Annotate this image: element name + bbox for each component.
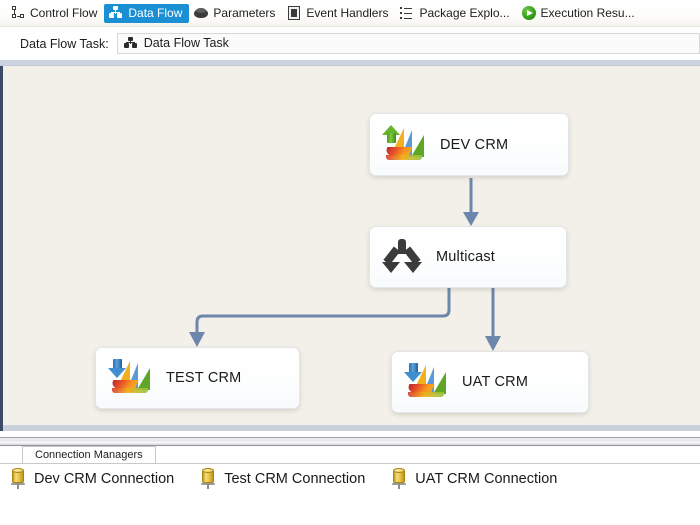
tab-control-flow[interactable]: Control Flow	[6, 4, 104, 23]
data-flow-task-selected-value: Data Flow Task	[143, 36, 229, 50]
tab-label: Data Flow	[128, 5, 183, 20]
data-flow-icon	[109, 6, 123, 20]
data-flow-node-test-crm[interactable]: TEST CRM	[95, 347, 300, 409]
connection-managers-list: Dev CRM Connection Test CRM Connection U…	[0, 468, 700, 490]
connection-managers-panel: Connection Managers Dev CRM Connection T…	[0, 445, 700, 525]
multicast-icon	[382, 238, 422, 276]
connection-manager-icon	[391, 468, 407, 490]
dynamics-crm-destination-icon	[404, 362, 448, 402]
source-up-arrow-icon	[382, 124, 402, 147]
data-flow-canvas-area: DEV CRM Multicast	[0, 60, 700, 437]
dynamics-crm-destination-icon	[108, 358, 152, 398]
connection-managers-tab-row: Connection Managers	[0, 446, 700, 464]
data-flow-task-icon	[123, 37, 137, 50]
tab-parameters[interactable]: Parameters	[189, 4, 282, 23]
data-flow-task-selector-bar: Data Flow Task: Data Flow Task	[0, 27, 700, 60]
tab-label: Control Flow	[30, 5, 98, 20]
tab-label: Execution Resu...	[540, 5, 635, 20]
connector-multicast-to-test	[189, 286, 451, 347]
connection-manager-item[interactable]: UAT CRM Connection	[391, 468, 557, 490]
dynamics-crm-source-icon	[382, 124, 426, 165]
connector-dev-to-multicast	[463, 178, 479, 226]
destination-down-arrow-icon	[108, 358, 128, 380]
connection-manager-name: Dev CRM Connection	[34, 471, 175, 487]
node-label: Multicast	[436, 249, 496, 265]
connector-multicast-to-uat	[485, 288, 501, 351]
destination-down-arrow-icon	[404, 362, 424, 384]
control-flow-icon	[11, 6, 25, 20]
tab-connection-managers[interactable]: Connection Managers	[22, 446, 156, 463]
panel-splitter[interactable]	[0, 437, 700, 445]
tab-execution-results[interactable]: Execution Resu...	[517, 4, 642, 23]
connection-manager-icon	[200, 468, 216, 490]
connection-manager-item[interactable]: Dev CRM Connection	[10, 468, 174, 490]
canvas-top-edge	[0, 60, 700, 66]
data-flow-task-label: Data Flow Task:	[20, 36, 109, 51]
connection-manager-name: UAT CRM Connection	[415, 471, 558, 487]
tab-label: Parameters	[213, 5, 276, 20]
tab-label: Event Handlers	[306, 5, 389, 20]
connection-manager-icon	[10, 468, 26, 490]
execution-results-icon	[521, 6, 536, 20]
data-flow-canvas[interactable]: DEV CRM Multicast	[0, 66, 700, 431]
data-flow-task-combobox[interactable]: Data Flow Task	[116, 33, 700, 54]
node-label: TEST CRM	[166, 370, 242, 386]
tab-label: Package Explo...	[419, 5, 510, 20]
node-label: DEV CRM	[440, 136, 509, 153]
canvas-bottom-edge	[3, 425, 700, 431]
package-explorer-icon	[400, 6, 414, 20]
parameters-icon	[194, 6, 209, 20]
designer-tab-strip: Control Flow Data Flow Parameters Event …	[0, 0, 700, 27]
tab-package-explorer[interactable]: Package Explo...	[395, 4, 516, 23]
tab-event-handlers[interactable]: Event Handlers	[282, 4, 395, 23]
tab-data-flow[interactable]: Data Flow	[104, 3, 190, 23]
data-flow-node-multicast[interactable]: Multicast	[369, 226, 567, 288]
connection-manager-item[interactable]: Test CRM Connection	[200, 468, 365, 490]
connection-manager-name: Test CRM Connection	[224, 471, 366, 487]
node-label: UAT CRM	[462, 374, 529, 390]
data-flow-node-dev-crm[interactable]: DEV CRM	[369, 113, 569, 176]
event-handlers-icon	[287, 6, 301, 20]
data-flow-node-uat-crm[interactable]: UAT CRM	[391, 351, 589, 413]
